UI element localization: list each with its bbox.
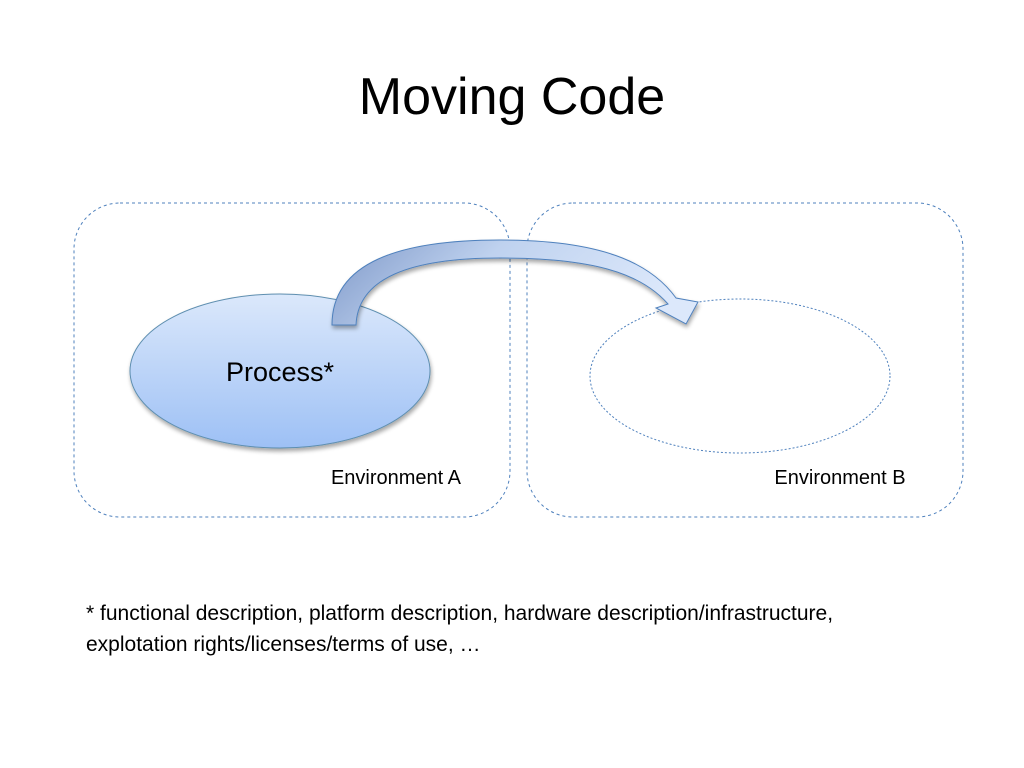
environment-b-box xyxy=(526,202,964,518)
destination-placeholder-ellipse xyxy=(589,298,891,454)
migration-arrow xyxy=(331,239,699,326)
footnote: * functional description, platform descr… xyxy=(86,598,986,660)
environment-b-label: Environment B xyxy=(774,467,905,489)
slide-title: Moving Code xyxy=(358,68,666,126)
footnote-line-1: * functional description, platform descr… xyxy=(86,602,834,625)
footnote-line-2: explotation rights/licenses/terms of use… xyxy=(86,633,481,656)
environment-a-box xyxy=(73,202,511,518)
environment-a-label: Environment A xyxy=(331,467,462,489)
process-ellipse xyxy=(129,293,431,449)
process-label: Process* xyxy=(226,357,335,387)
